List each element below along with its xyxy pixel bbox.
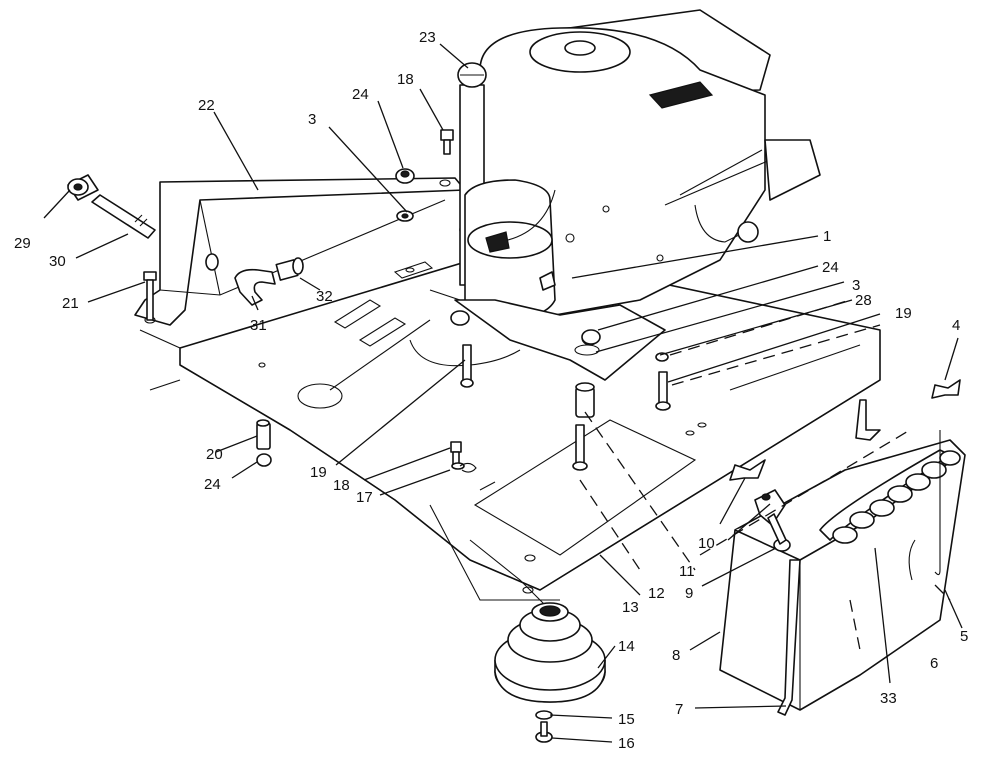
callout-3-right: 3	[852, 277, 860, 294]
callout-24-top: 24	[352, 86, 369, 103]
callout-8: 8	[672, 647, 680, 664]
callout-29: 29	[14, 235, 31, 252]
callout-9: 9	[685, 585, 693, 602]
bolt-21	[143, 271, 157, 321]
callout-5: 5	[960, 628, 968, 645]
spacer-11	[575, 382, 595, 418]
wing-nut-10	[729, 459, 766, 481]
callout-18-top: 18	[397, 71, 414, 88]
callout-23: 23	[419, 29, 436, 46]
elbow-31	[234, 268, 276, 306]
bolt-18-lower	[450, 441, 462, 465]
callout-24-lower: 24	[204, 476, 221, 493]
callout-22: 22	[198, 97, 215, 114]
washer-15	[535, 710, 553, 720]
washer-28	[655, 352, 669, 362]
spacer-20	[256, 419, 271, 450]
bolt-18-top	[440, 129, 454, 155]
bolt-19-right	[655, 371, 671, 411]
callout-1: 1	[823, 228, 831, 245]
bolt-19-left	[460, 344, 474, 388]
callout-16: 16	[618, 735, 635, 752]
callout-11: 11	[679, 563, 695, 580]
callout-4: 4	[952, 317, 960, 334]
callout-31: 31	[250, 317, 267, 334]
pulley-14	[494, 602, 606, 703]
nut-24-top	[395, 168, 415, 184]
callout-14: 14	[618, 638, 635, 655]
callout-7: 7	[675, 701, 683, 718]
callout-28: 28	[855, 292, 872, 309]
callout-15: 15	[618, 711, 635, 728]
callout-19-right: 19	[895, 305, 912, 322]
plate-hole-fitting	[205, 253, 219, 271]
callout-18-lower: 18	[333, 477, 350, 494]
callout-30: 30	[49, 253, 66, 270]
callout-3-top: 3	[308, 111, 316, 128]
callout-labels: 1 3 24 18 23 22 29 30 21 31 32 24 3 28 1…	[14, 29, 968, 752]
callout-17: 17	[356, 489, 373, 506]
engine-mounting-plate	[139, 249, 881, 611]
callout-32: 32	[316, 288, 333, 305]
callout-6: 6	[930, 655, 938, 672]
callout-12: 12	[648, 585, 665, 602]
leader-lines	[43, 43, 963, 743]
stud-30	[91, 194, 156, 239]
wing-nut-4	[931, 379, 961, 399]
callout-13: 13	[622, 599, 639, 616]
callout-21: 21	[62, 295, 79, 312]
bolt-9	[767, 513, 791, 552]
callout-10: 10	[698, 535, 715, 552]
nut-24-lower	[256, 453, 272, 467]
bolt-16	[535, 721, 553, 743]
nut-24-right	[581, 329, 601, 345]
engine	[409, 9, 821, 381]
callout-19-left: 19	[310, 464, 327, 481]
callout-20: 20	[206, 446, 223, 463]
callout-33: 33	[880, 690, 897, 707]
bolt-12	[572, 424, 588, 471]
clip-17	[451, 462, 477, 473]
sleeve-29	[67, 174, 99, 201]
callout-24-right: 24	[822, 259, 839, 276]
nipple-32	[275, 257, 304, 281]
